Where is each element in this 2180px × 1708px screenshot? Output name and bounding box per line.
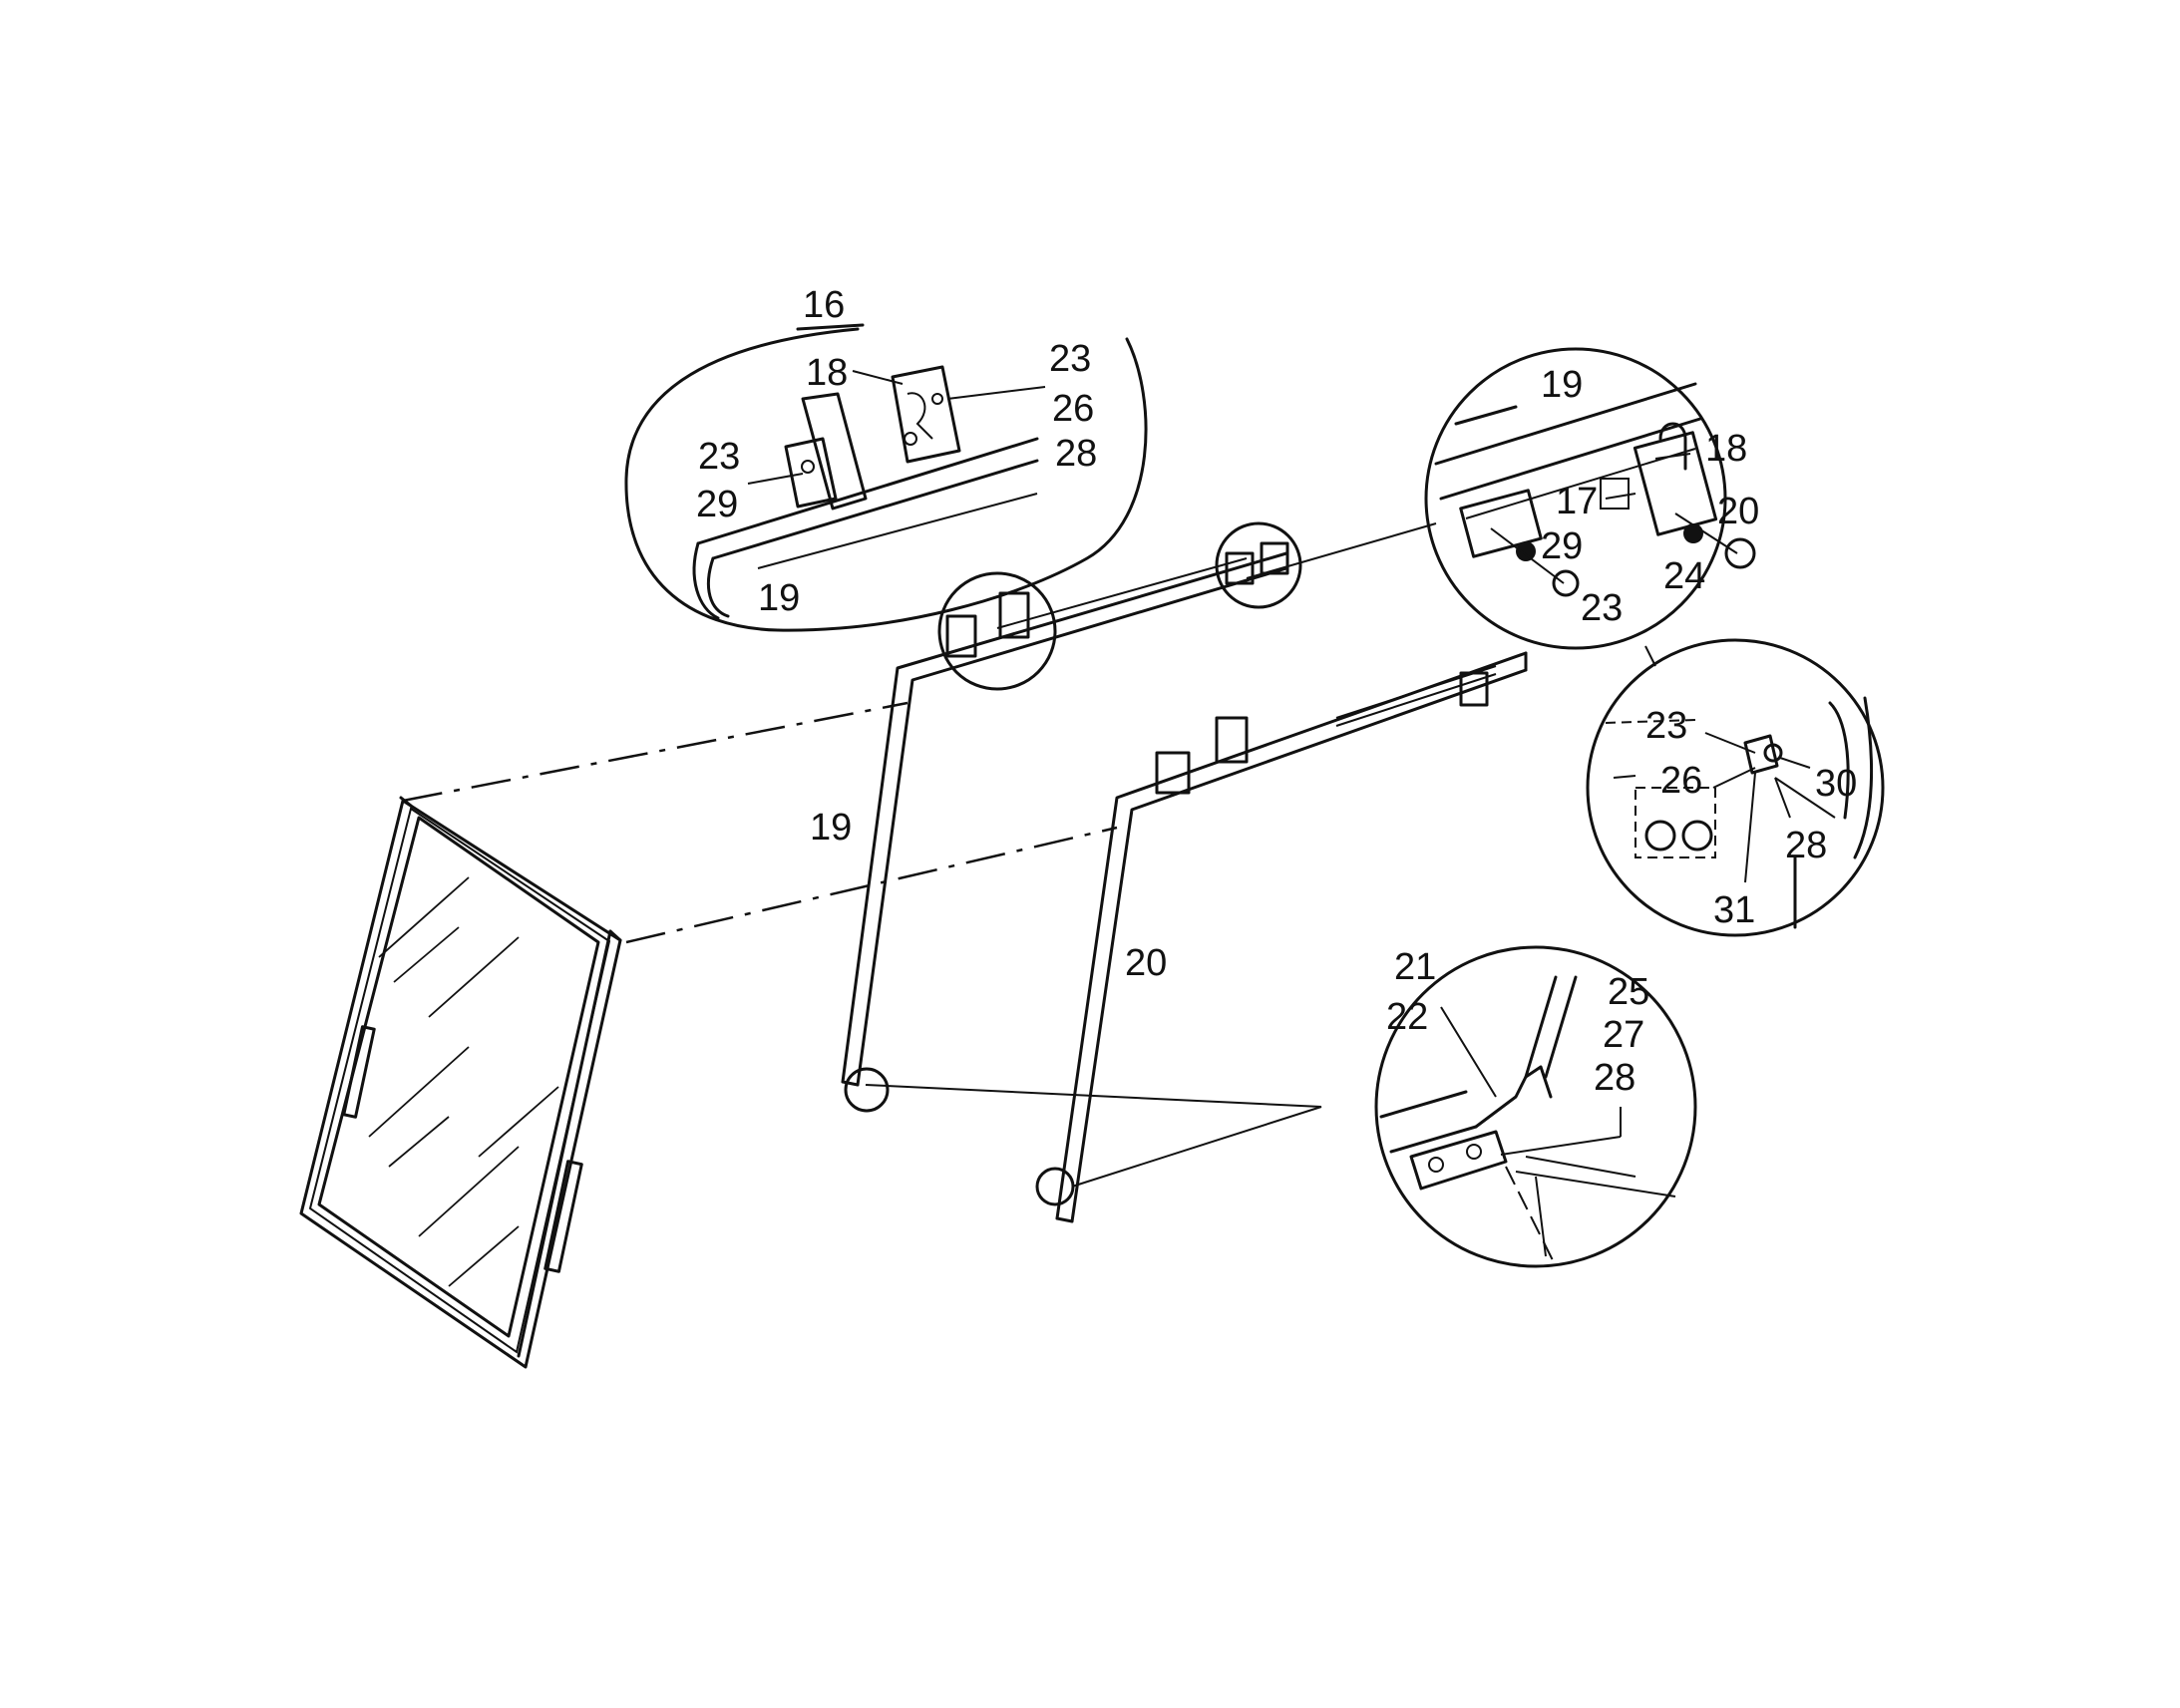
callout-26-mr: 26: [1660, 760, 1702, 802]
callout-23-tr: 23: [1581, 587, 1623, 629]
callout-26-tl: 26: [1052, 388, 1094, 430]
callout-25-br: 25: [1608, 971, 1649, 1013]
callout-23-tl-b: 23: [698, 436, 740, 478]
detail-circle-lower-hinge-20: [1035, 1167, 1075, 1206]
callout-19-main: 19: [810, 807, 852, 849]
detail-circle-hinge: [937, 571, 1057, 691]
callout-19-tl: 19: [758, 577, 800, 619]
callout-28-tl: 28: [1055, 433, 1097, 475]
detail-bubble-16: [624, 323, 1148, 632]
callout-17-tr: 17: [1556, 481, 1598, 522]
callout-23-mr: 23: [1645, 705, 1687, 747]
callout-18-tl: 18: [806, 352, 848, 394]
frame-19: [841, 541, 1289, 1087]
callout-22-br: 22: [1386, 996, 1428, 1038]
frame-20: [1055, 651, 1528, 1223]
detail-bubble-bottom-right: [1374, 945, 1697, 1268]
callout-20-main: 20: [1125, 942, 1167, 984]
callout-19-tr: 19: [1541, 364, 1583, 406]
callout-28-mr: 28: [1785, 825, 1827, 866]
callout-30-mr: 30: [1815, 763, 1857, 805]
callout-21-br: 21: [1394, 946, 1436, 988]
callout-18-tr: 18: [1705, 428, 1747, 470]
callout-28-br: 28: [1594, 1057, 1635, 1099]
callout-20-tr: 20: [1717, 491, 1759, 532]
callout-29-tl: 29: [696, 484, 738, 525]
detail-circle-latch: [1215, 521, 1302, 609]
assembly-lines: [402, 522, 1656, 1188]
door-glass-panel: [299, 796, 622, 1369]
detail-bubble-middle-right: [1586, 638, 1885, 937]
callout-31-mr: 31: [1713, 889, 1755, 931]
callout-24-tr: 24: [1663, 555, 1705, 597]
callout-29-tr: 29: [1541, 525, 1583, 567]
callout-23-tl-a: 23: [1049, 338, 1091, 380]
callout-16: 16: [803, 284, 845, 326]
detail-circle-lower-hinge: [844, 1067, 890, 1113]
detail-bubble-top-right: [1424, 347, 1756, 650]
callout-27-br: 27: [1603, 1014, 1644, 1056]
